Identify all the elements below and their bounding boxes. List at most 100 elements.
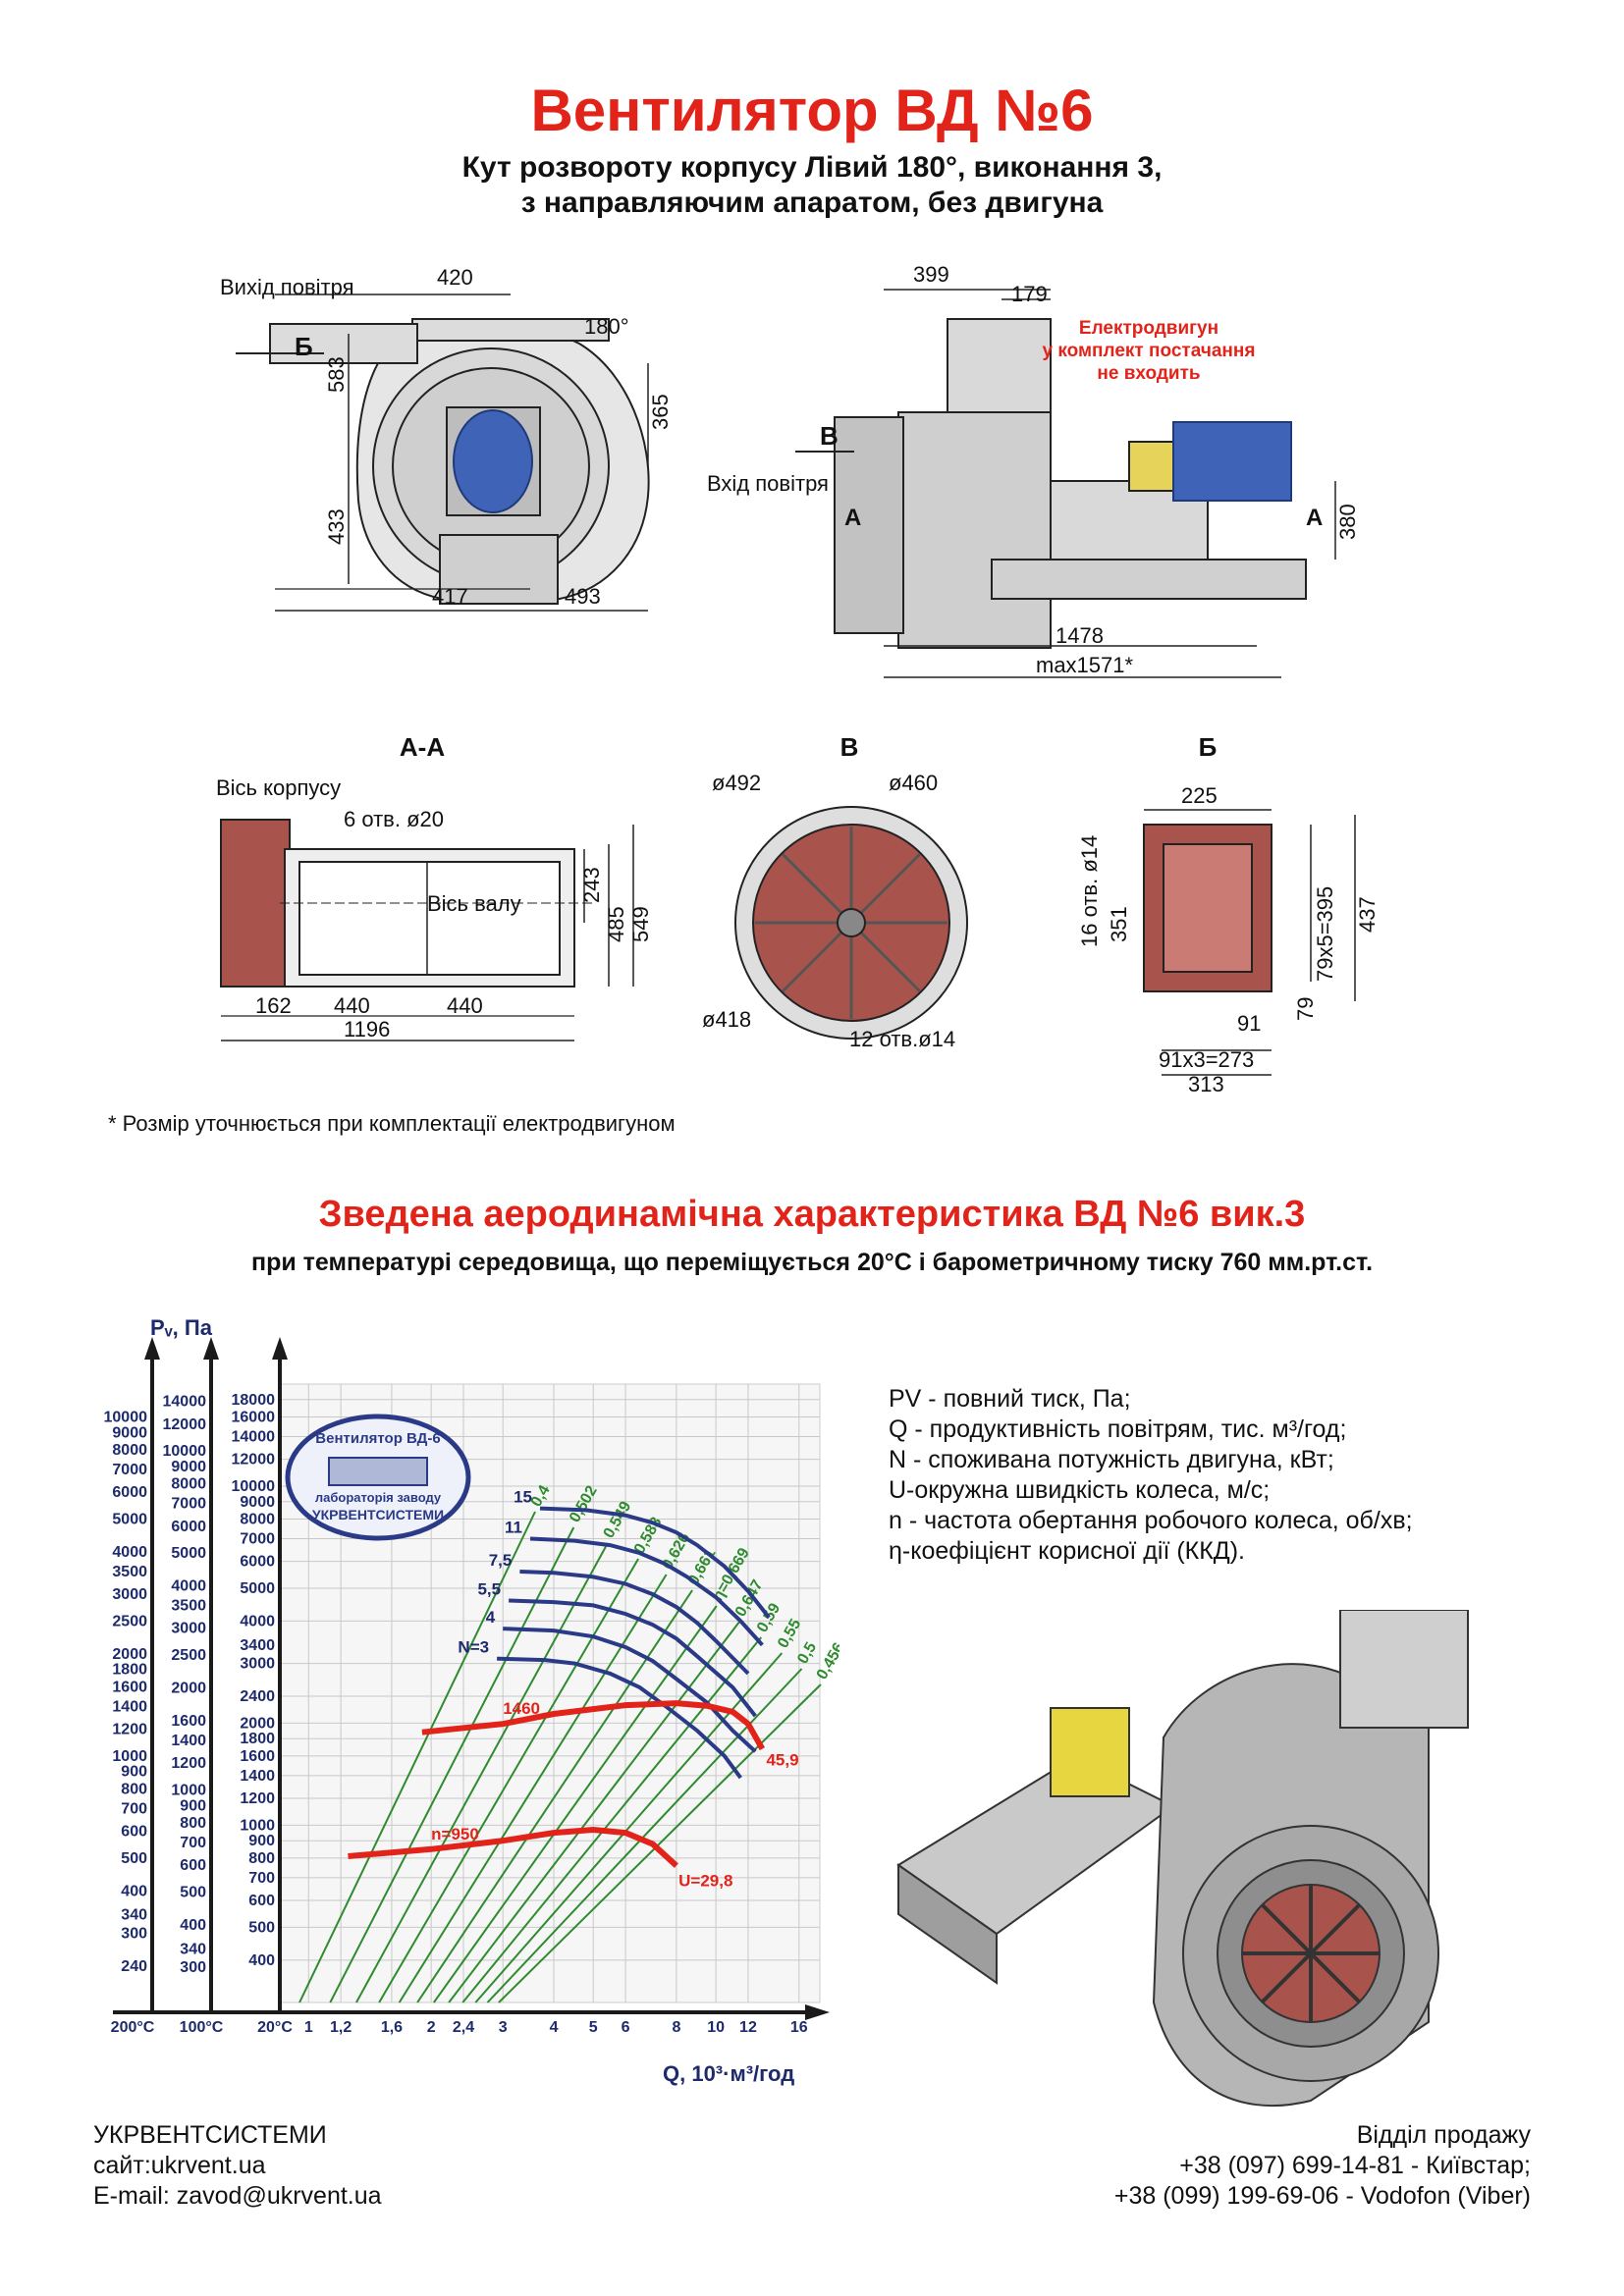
x-axis-label: Q, 10³·м³/год [663, 2061, 794, 2086]
power-curve [497, 1656, 742, 1780]
y-tick-label: 300 [180, 1959, 206, 1976]
y-tick-label: 1200 [171, 1755, 206, 1772]
power-curve-label: 5,5 [477, 1579, 501, 1598]
y-tick-label: 12000 [232, 1452, 276, 1468]
y-tick-label: 800 [121, 1781, 147, 1797]
y-tick-label: 18000 [232, 1392, 276, 1409]
y-tick-label: 5000 [112, 1511, 147, 1527]
y-tick-label: 7000 [240, 1530, 275, 1547]
temp-label: 20°C [257, 2019, 293, 2036]
x-tick-label: 1,6 [381, 2019, 403, 2036]
dim-399: 399 [913, 262, 949, 287]
y-tick-label: 7000 [171, 1496, 206, 1513]
y-tick-label: 12000 [163, 1416, 207, 1433]
chart-section-subtitle: при температурі середовища, що переміщує… [250, 1249, 1374, 1276]
y-tick-label: 9000 [112, 1424, 147, 1441]
y-tick-label: 340 [180, 1941, 206, 1957]
y-tick-label: 9000 [171, 1459, 206, 1475]
dim-351: 351 [1107, 906, 1131, 942]
holes-label: 6 отв. ø20 [344, 807, 444, 831]
y-tick-label: 1600 [240, 1748, 275, 1765]
y-tick-label: 1000 [240, 1817, 275, 1834]
y-tick-label: 3500 [112, 1564, 147, 1580]
x-tick-label: 1,2 [330, 2019, 352, 2036]
y-tick-label: 600 [180, 1857, 206, 1874]
power-curve [509, 1598, 757, 1718]
v-marker: В [820, 421, 839, 451]
y-tick-label: 500 [180, 1885, 206, 1901]
y-tick-label: 600 [248, 1893, 275, 1909]
d418-label: ø418 [702, 1007, 751, 1032]
y-tick-label: 6000 [171, 1519, 206, 1535]
legend-eta: η-коефіцієнт корисної дії (ККД). [889, 1537, 1245, 1565]
page-subtitle-2: з направляючим апаратом, без двигуна [520, 187, 1104, 219]
dim-395: 79x5=395 [1313, 886, 1337, 982]
footer-company: УКРВЕНТСИСТЕМИ [93, 2121, 327, 2149]
y-tick-label: 3000 [112, 1586, 147, 1603]
dim-583: 583 [324, 356, 349, 393]
speed-curve-label: n=950 [431, 1825, 479, 1843]
section-v-title: В [840, 736, 859, 762]
y-tick-label: 5000 [171, 1545, 206, 1562]
holes-16-label: 16 отв. ø14 [1077, 835, 1102, 947]
section-v-drawing: В ø492 ø460 ø418 12 отв.ø14 [702, 736, 968, 1051]
motor-note-2: у комплект постачання [1043, 341, 1256, 361]
dim-225: 225 [1181, 783, 1218, 808]
chart-section-title: Зведена аеродинамічна характеристика ВД … [318, 1194, 1306, 1235]
legend-n-power: N - споживана потужність двигуна, кВт; [889, 1446, 1334, 1473]
y-tick-label: 700 [180, 1835, 206, 1851]
y-tick-label: 1400 [112, 1698, 147, 1715]
dim-79: 79 [1293, 997, 1318, 1021]
y-tick-label: 240 [121, 1958, 147, 1975]
front-view-drawing: Вихід повітря Б 420 180° 583 433 365 417… [220, 265, 673, 612]
dim-162: 162 [255, 993, 292, 1018]
legend-q: Q - продуктивність повітрям, тис. м³/год… [889, 1415, 1347, 1443]
x-tick-label: 5 [589, 2019, 598, 2036]
a-marker-right: А [1306, 505, 1323, 531]
x-tick-label: 4 [550, 2019, 559, 2036]
y-tick-label: 5000 [240, 1580, 275, 1597]
fan-3d-render [896, 1610, 1469, 2108]
y-tick-label: 340 [121, 1907, 147, 1924]
y-tick-label: 1800 [112, 1662, 147, 1679]
y-tick-label: 400 [248, 1952, 275, 1969]
y-tick-label: 300 [121, 1925, 147, 1942]
y-axis-label: Pᵥ, Па [150, 1315, 213, 1340]
y-tick-label: 500 [248, 1919, 275, 1936]
u-label-bottom: U=29,8 [678, 1872, 732, 1891]
speed-curve [421, 1700, 766, 1751]
dim-365: 365 [648, 394, 673, 430]
efficiency-line [461, 1636, 763, 2003]
y-tick-label: 1000 [171, 1783, 206, 1799]
page-title: Вентилятор ВД №6 [530, 78, 1094, 143]
efficiency-line [498, 1683, 822, 2003]
outlet-label: Вихід повітря [220, 275, 354, 299]
power-curve-label: 15 [514, 1488, 532, 1507]
a-marker-left: А [844, 505, 861, 531]
u-label-top: 45,9 [766, 1751, 798, 1770]
chart-stamp: Вентилятор ВД-6 лабораторія заводу УКРВЕ… [285, 1414, 471, 1541]
dim-437: 437 [1355, 896, 1380, 933]
y-tick-label: 700 [121, 1800, 147, 1817]
y-tick-label: 10000 [104, 1409, 148, 1425]
y-tick-label: 3000 [171, 1621, 206, 1637]
y-tick-label: 3500 [171, 1598, 206, 1615]
y-tick-label: 1800 [240, 1731, 275, 1747]
side-view-drawing: 399 179 Електродвигун у комплект постача… [707, 262, 1360, 678]
y-tick-label: 14000 [232, 1429, 276, 1446]
power-curve [539, 1506, 771, 1619]
y-tick-label: 1200 [240, 1790, 275, 1807]
legend-n-speed: n - частота обертання робочого колеса, о… [889, 1507, 1413, 1534]
y-tick-label: 2000 [112, 1646, 147, 1663]
power-curve-label: 7,5 [489, 1551, 513, 1570]
speed-curve [348, 1826, 678, 1868]
inlet-label: Вхід повітря [707, 471, 829, 496]
y-tick-label: 400 [180, 1917, 206, 1934]
legend: PV - повний тиск, Па; Q - продуктивність… [889, 1384, 1413, 1567]
b-marker: Б [295, 332, 313, 361]
d492-label: ø492 [712, 771, 761, 795]
y-tick-label: 900 [121, 1764, 147, 1781]
power-curve [503, 1627, 757, 1753]
dim-1196: 1196 [344, 1017, 390, 1041]
y-tick-label: 700 [248, 1870, 275, 1887]
